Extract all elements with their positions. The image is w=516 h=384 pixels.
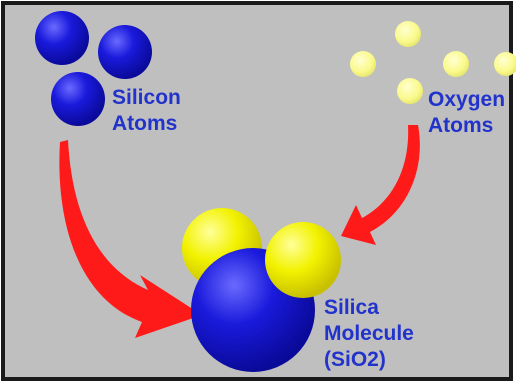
silicon-atom xyxy=(51,72,105,126)
silicon-atom xyxy=(98,25,152,79)
oxygen-atoms-group xyxy=(350,21,516,104)
oxygen-label-line2: Atoms xyxy=(428,114,494,137)
silica-label-line3: (SiO2) xyxy=(324,348,386,371)
oxygen-label-line1: Oxygen xyxy=(428,88,506,111)
silicon-atom xyxy=(35,11,89,65)
oxygen-atom xyxy=(443,51,469,77)
silica-label-line2: Molecule xyxy=(324,322,414,345)
oxygen-atom xyxy=(350,51,376,77)
oxygen-atom xyxy=(395,21,421,47)
silicon-label-line1: Silicon xyxy=(112,86,181,109)
right-arrow xyxy=(341,125,420,245)
silicon-label-line2: Atoms xyxy=(112,112,178,135)
oxygen-atom xyxy=(397,78,423,104)
silica-label-line1: Silica xyxy=(324,296,379,319)
silicon-atoms-group xyxy=(35,11,152,126)
silica-molecule xyxy=(182,208,341,372)
molecule-oxygen-atom-right xyxy=(265,222,341,298)
left-arrow xyxy=(59,140,202,338)
oxygen-atom xyxy=(494,52,516,76)
